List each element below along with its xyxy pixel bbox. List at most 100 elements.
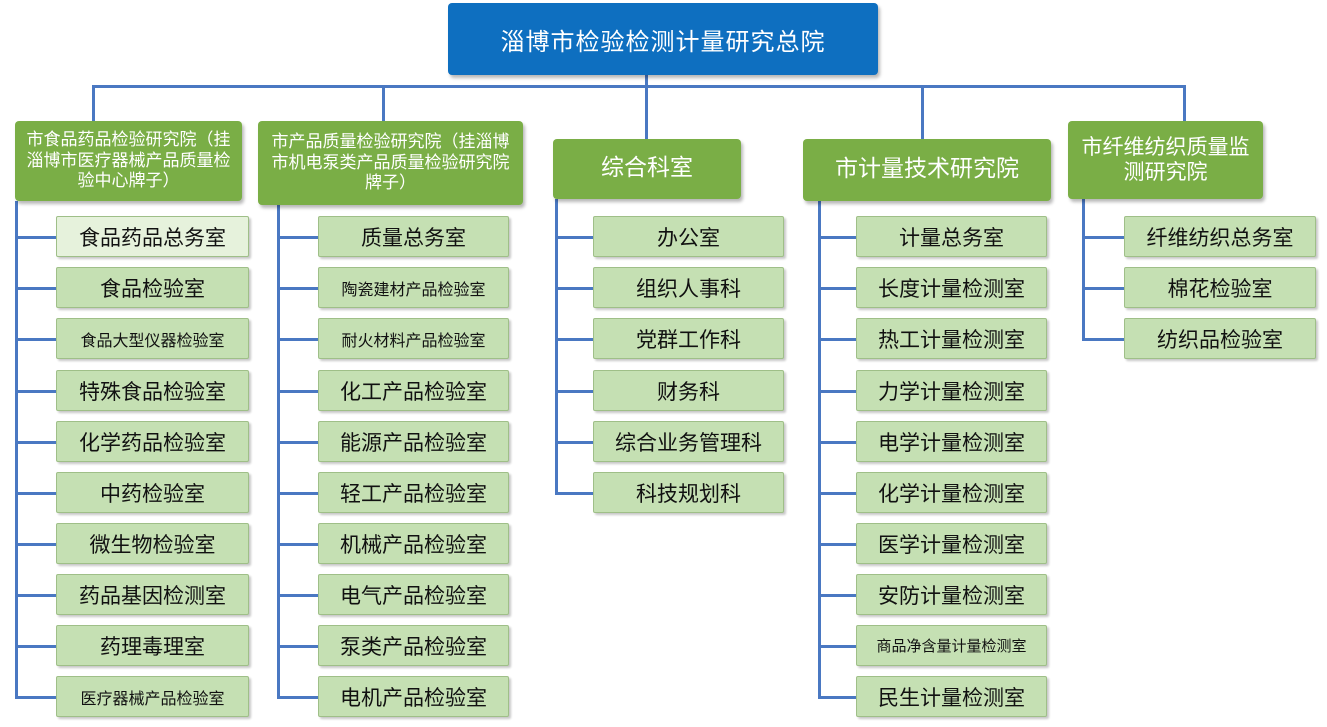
unit-spine	[15, 201, 18, 699]
unit-node: 纤维纺织总务室	[1124, 216, 1316, 257]
unit-node: 药理毒理室	[56, 625, 249, 666]
department-node: 市纤维纺织质量监测研究院	[1068, 121, 1263, 199]
unit-node: 特殊食品检验室	[56, 370, 249, 411]
unit-node: 长度计量检测室	[856, 267, 1047, 308]
dept-connector	[382, 85, 385, 123]
unit-node: 轻工产品检验室	[318, 472, 509, 513]
unit-connector	[1082, 287, 1124, 290]
unit-label: 财务科	[657, 379, 720, 404]
dept-connector	[921, 85, 924, 141]
unit-spine	[277, 205, 280, 699]
bus-line	[92, 85, 1186, 88]
unit-connector	[15, 645, 56, 648]
unit-connector	[818, 390, 856, 393]
unit-node: 商品净含量计量检测室	[856, 625, 1047, 666]
unit-node: 医疗器械产品检验室	[56, 676, 249, 717]
unit-connector	[277, 338, 318, 341]
unit-connector	[818, 236, 856, 239]
unit-label: 综合业务管理科	[615, 430, 762, 455]
department-label: 市产品质量检验研究院（挂淄博市机电泵类产品质量检验研究院牌子）	[271, 132, 510, 194]
root-connector	[645, 75, 648, 88]
unit-node: 食品药品总务室	[56, 216, 249, 257]
unit-connector	[15, 594, 56, 597]
unit-connector	[818, 492, 856, 495]
unit-label: 纺织品检验室	[1157, 327, 1283, 352]
unit-connector	[818, 696, 856, 699]
unit-node: 中药检验室	[56, 472, 249, 513]
unit-connector	[1082, 236, 1124, 239]
unit-node: 组织人事科	[593, 267, 784, 308]
unit-label: 化工产品检验室	[340, 379, 487, 404]
unit-label: 电机产品检验室	[340, 685, 487, 710]
unit-connector	[15, 543, 56, 546]
unit-connector	[277, 696, 318, 699]
unit-node: 电气产品检验室	[318, 574, 509, 615]
unit-connector	[1082, 338, 1124, 341]
unit-connector	[555, 287, 593, 290]
unit-connector	[15, 696, 56, 699]
unit-label: 能源产品检验室	[340, 430, 487, 455]
unit-label: 办公室	[657, 225, 720, 250]
unit-connector	[15, 236, 56, 239]
unit-connector	[277, 390, 318, 393]
unit-node: 棉花检验室	[1124, 267, 1316, 308]
unit-label: 棉花检验室	[1167, 276, 1273, 301]
unit-label: 力学计量检测室	[878, 379, 1025, 404]
unit-label: 食品药品总务室	[79, 225, 226, 250]
dept-connector	[1183, 85, 1186, 123]
unit-label: 质量总务室	[361, 225, 466, 250]
unit-connector	[818, 594, 856, 597]
unit-node: 热工计量检测室	[856, 318, 1047, 359]
unit-label: 医疗器械产品检验室	[80, 688, 225, 708]
unit-node: 安防计量检测室	[856, 574, 1047, 615]
dept-connector	[92, 85, 95, 123]
root-label: 淄博市检验检测计量研究总院	[500, 27, 826, 56]
unit-node: 微生物检验室	[56, 523, 249, 564]
unit-connector	[277, 645, 318, 648]
unit-label: 轻工产品检验室	[340, 481, 487, 506]
unit-label: 微生物检验室	[89, 532, 216, 557]
unit-label: 特殊食品检验室	[79, 379, 226, 404]
unit-label: 计量总务室	[899, 225, 1004, 250]
unit-label: 组织人事科	[636, 276, 741, 301]
unit-label: 电气产品检验室	[340, 583, 487, 608]
unit-node: 药品基因检测室	[56, 574, 249, 615]
unit-spine	[1082, 199, 1085, 341]
unit-connector	[818, 338, 856, 341]
unit-label: 热工计量检测室	[878, 327, 1025, 352]
unit-connector	[277, 236, 318, 239]
unit-node: 纺织品检验室	[1124, 318, 1316, 359]
unit-node: 财务科	[593, 370, 784, 411]
unit-node: 电学计量检测室	[856, 421, 1047, 462]
unit-label: 食品大型仪器检验室	[80, 330, 225, 350]
unit-label: 化学计量检测室	[878, 481, 1025, 506]
department-label: 市食品药品检验研究院（挂淄博市医疗器械产品质量检验中心牌子）	[26, 130, 231, 192]
unit-label: 药品基因检测室	[79, 583, 226, 608]
unit-label: 长度计量检测室	[878, 276, 1025, 301]
unit-node: 医学计量检测室	[856, 523, 1047, 564]
unit-node: 耐火材料产品检验室	[318, 318, 509, 359]
department-label: 市纤维纺织质量监测研究院	[1081, 134, 1250, 184]
unit-node: 化学药品检验室	[56, 421, 249, 462]
unit-label: 化学药品检验室	[79, 430, 226, 455]
unit-connector	[818, 441, 856, 444]
unit-node: 计量总务室	[856, 216, 1047, 257]
unit-connector	[555, 338, 593, 341]
unit-label: 民生计量检测室	[878, 685, 1025, 710]
unit-connector	[277, 441, 318, 444]
unit-node: 食品检验室	[56, 267, 249, 308]
department-node: 市产品质量检验研究院（挂淄博市机电泵类产品质量检验研究院牌子）	[258, 121, 523, 205]
department-label: 综合科室	[601, 155, 693, 182]
unit-label: 中药检验室	[100, 481, 205, 506]
unit-node: 食品大型仪器检验室	[56, 318, 249, 359]
unit-node: 民生计量检测室	[856, 676, 1047, 717]
unit-connector	[277, 543, 318, 546]
unit-connector	[15, 287, 56, 290]
unit-node: 化学计量检测室	[856, 472, 1047, 513]
dept-connector	[645, 85, 648, 141]
unit-label: 电学计量检测室	[878, 430, 1025, 455]
unit-connector	[818, 543, 856, 546]
unit-connector	[15, 390, 56, 393]
unit-label: 商品净含量计量检测室	[876, 637, 1027, 655]
